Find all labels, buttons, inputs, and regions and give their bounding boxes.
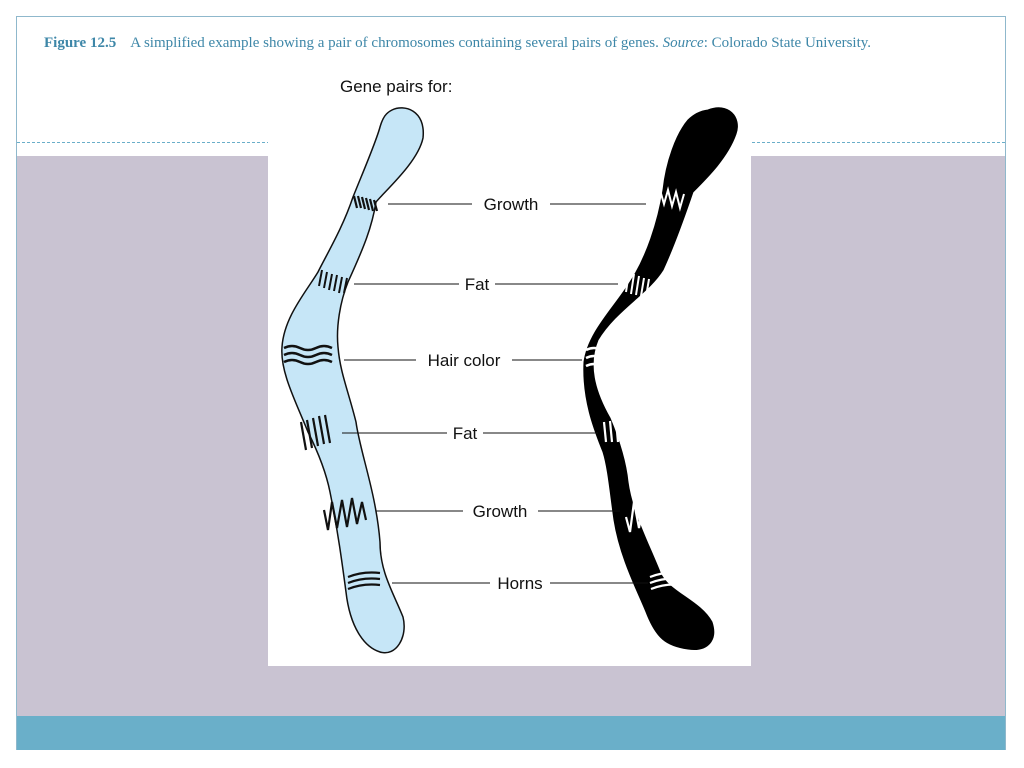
left-gene-markings [283,195,381,591]
growth-gene-band-left [352,195,379,212]
left-chromosome [281,107,424,654]
connector-lines [342,203,648,584]
fat-gene-band-right-2 [602,420,638,444]
gene-label-growth-2: Growth [473,502,528,521]
gene-label-growth: Growth [484,195,539,214]
gene-label-horns: Horns [497,574,542,593]
figure-title: Gene pairs for: [340,77,452,96]
slide-footer-bar [17,716,1005,750]
hair-color-gene-band-right [585,346,633,370]
gene-label-fat-2: Fat [453,424,478,443]
horns-gene-band-left [347,571,381,591]
growth-gene-band-left-2 [322,497,368,531]
figure-caption: Figure 12.5 A simplified example showing … [44,34,964,53]
growth-gene-band-right [659,186,685,212]
caption-text: A simplified example showing a pair of c… [130,35,659,51]
figure-number: Figure 12.5 [44,35,117,51]
chromosome-figure: Gene pairs for: [268,72,751,666]
chromosome-diagram: Gene pairs for: [281,77,738,654]
hair-color-gene-band-left [283,344,333,366]
caption-source-label: Source [662,35,704,51]
fat-gene-band-right [625,271,650,298]
fat-gene-band-left-2 [299,414,332,451]
growth-gene-band-right-2 [624,497,670,533]
gene-labels: Growth Fat Hair color Fat Growth Horns [428,195,543,593]
fat-gene-band-left [318,269,348,294]
right-chromosome [583,107,738,650]
caption-source-text: : Colorado State University. [703,35,872,51]
horns-gene-band-right [649,571,683,591]
gene-label-hair-color: Hair color [428,351,501,370]
right-gene-markings [585,186,685,591]
gene-label-fat: Fat [465,275,490,294]
